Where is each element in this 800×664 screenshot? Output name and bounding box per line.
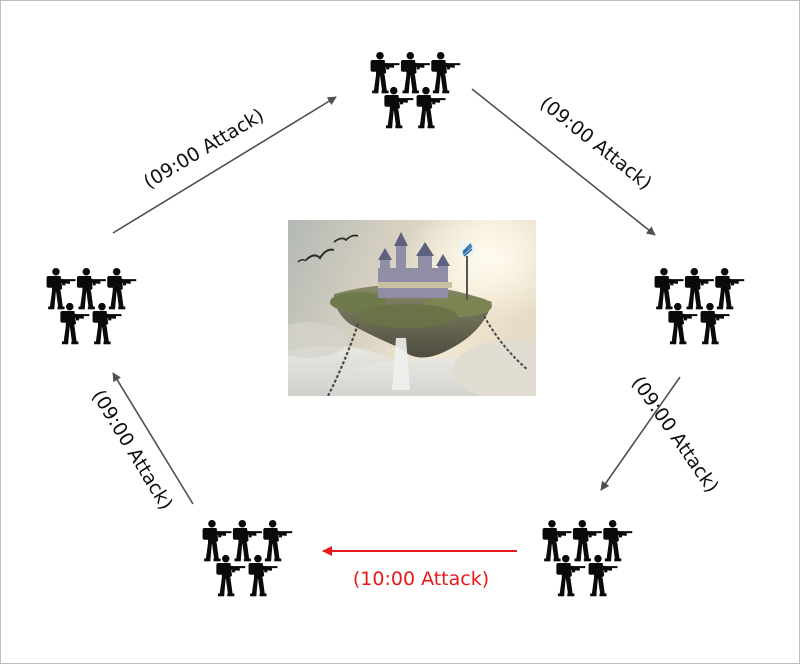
soldier-squad-icon-bottom-left bbox=[203, 520, 293, 596]
attack-label-right-bottom-right: (09:00 Attack) bbox=[627, 372, 723, 496]
attack-label-left-top: (09:00 Attack) bbox=[140, 104, 268, 193]
soldier-squad-icon-left bbox=[47, 268, 137, 344]
soldier-squad-icon-bottom-right bbox=[543, 520, 633, 596]
attack-label-bottom-right-bottom-left: (10:00 Attack) bbox=[353, 568, 489, 590]
arrow-right-to-bottom-right bbox=[600, 376, 681, 491]
attack-label-top-right: (09:00 Attack) bbox=[536, 92, 656, 194]
arrow-bottom-left-to-left bbox=[112, 372, 194, 505]
attack-arrows bbox=[112, 88, 681, 556]
soldier-squad-icon-top bbox=[371, 52, 461, 128]
arrow-top-to-right bbox=[471, 88, 656, 236]
soldier-squad-icon-right bbox=[655, 268, 745, 344]
arrow-left-to-top bbox=[112, 96, 337, 234]
floating-castle-image bbox=[288, 220, 536, 396]
